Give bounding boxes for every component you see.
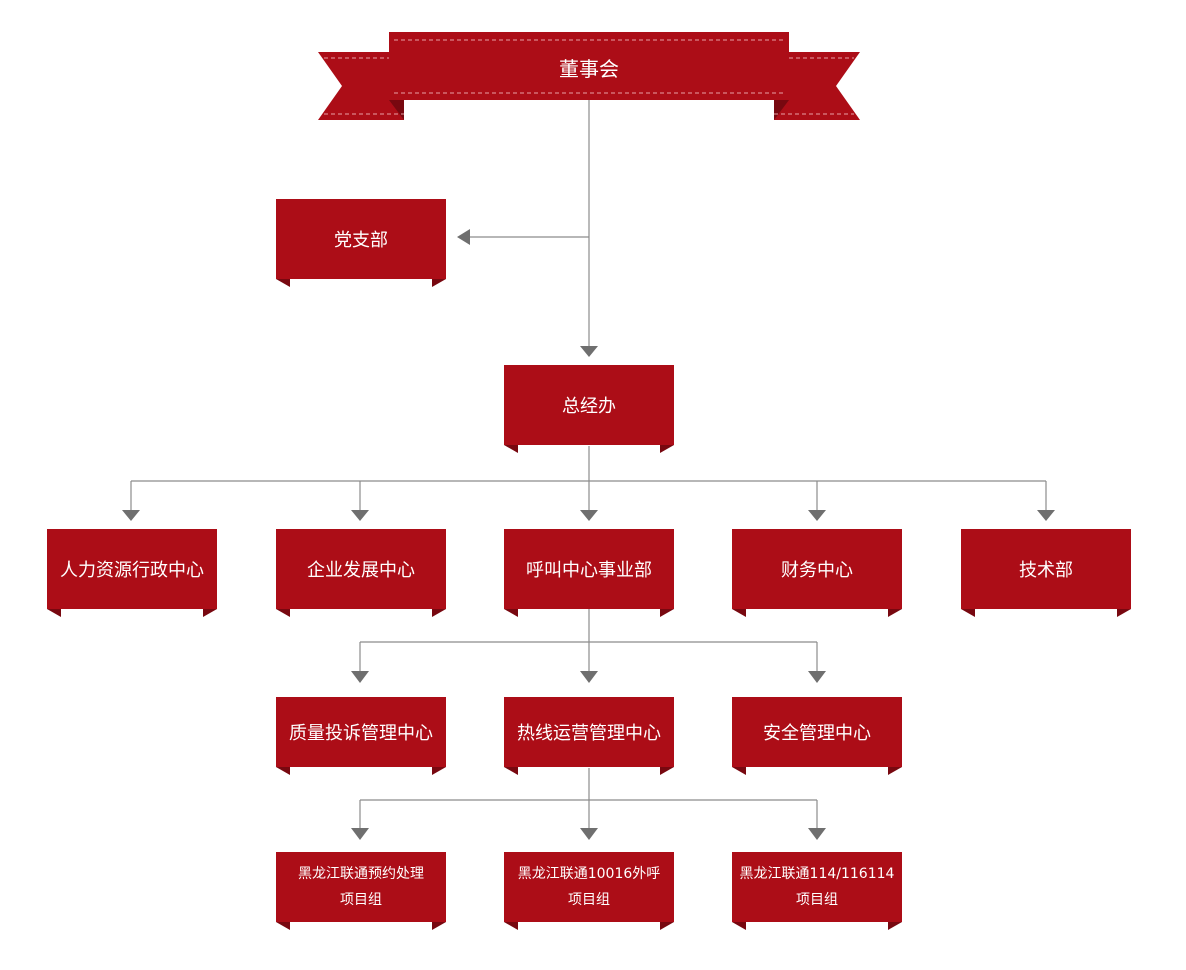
arrow-down-icon [351, 671, 369, 683]
arrow-down-icon [122, 510, 140, 521]
node-label: 安全管理中心 [763, 723, 871, 744]
node-label: 黑龙江联通预约处理 项目组 [298, 866, 424, 908]
node-label: 财务中心 [781, 560, 853, 581]
node-department: 技术部 [961, 529, 1131, 617]
node-label: 党支部 [334, 230, 388, 251]
node-department: 财务中心 [732, 529, 902, 617]
node-call-center-unit: 质量投诉管理中心 [276, 697, 446, 775]
node-label: 技术部 [1019, 560, 1073, 581]
arrow-down-icon [808, 510, 826, 521]
board-ribbon [318, 32, 860, 120]
node-department: 呼叫中心事业部 [504, 529, 674, 617]
arrow-down-icon [1037, 510, 1055, 521]
node-label: 热线运营管理中心 [517, 723, 661, 744]
node-call-center-unit: 安全管理中心 [732, 697, 902, 775]
node-party-branch: 党支部 [276, 199, 446, 287]
node-label: 黑龙江联通114/116114 项目组 [739, 866, 895, 908]
arrow-down-icon [808, 671, 826, 683]
node-general-office: 总经办 [504, 365, 674, 453]
arrow-down-icon [580, 671, 598, 683]
arrow-down-icon [351, 828, 369, 840]
arrow-down-icon [580, 510, 598, 521]
node-label: 总经办 [562, 396, 616, 417]
node-label: 黑龙江联通10016外呼 项目组 [517, 866, 661, 908]
board-label: 董事会 [559, 56, 619, 81]
node-department: 企业发展中心 [276, 529, 446, 617]
node-project-group: 黑龙江联通114/116114 项目组 [732, 852, 902, 930]
node-label: 人力资源行政中心 [60, 560, 204, 581]
node-label: 呼叫中心事业部 [526, 560, 652, 581]
node-label: 质量投诉管理中心 [289, 723, 433, 744]
node-call-center-unit: 热线运营管理中心 [504, 697, 674, 775]
arrow-down-icon [580, 828, 598, 840]
arrow-down-icon [808, 828, 826, 840]
node-label: 企业发展中心 [307, 560, 415, 581]
node-department: 人力资源行政中心 [47, 529, 217, 617]
node-project-group: 黑龙江联通10016外呼 项目组 [504, 852, 674, 930]
arrow-down-icon [580, 346, 598, 357]
arrow-down-icon [351, 510, 369, 521]
arrow-left-icon [457, 229, 470, 245]
node-project-group: 黑龙江联通预约处理 项目组 [276, 852, 446, 930]
